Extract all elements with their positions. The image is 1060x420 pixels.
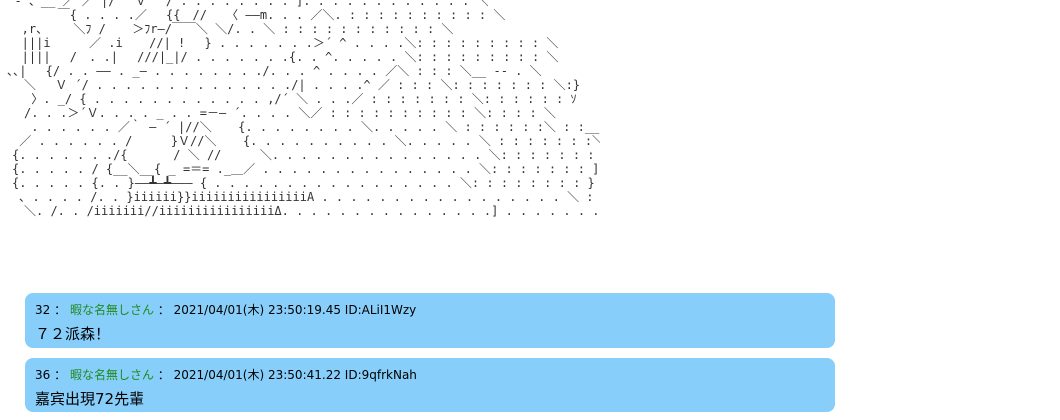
poster-id[interactable]: ID:ALiI1Wzy [344,303,417,317]
ascii-art-post: ̄‐ 、__ ／ ／ |/ Ｖ / . . . . . . . . ]. . .… [7,0,600,218]
post-32: 32 ： 暇な名無しさん ： 2021/04/01(木) 23:50:19.45… [25,293,835,348]
post-36: 36 ： 暇な名無しさん ： 2021/04/01(木) 23:50:41.22… [25,358,835,412]
poster-name: 暇な名無しさん [69,368,154,382]
post-header: 32 ： 暇な名無しさん ： 2021/04/01(木) 23:50:19.45… [35,302,825,318]
post-separator: ： [54,368,67,382]
post-date: 2021/04/01(木) 23:50:19.45 [173,303,341,317]
poster-name: 暇な名無しさん [69,303,154,317]
post-separator-2: ： [157,303,170,317]
post-body: 嘉宾出現72先輩 [35,390,145,408]
post-body: ７２派森！ [35,325,111,343]
post-separator: ： [54,303,67,317]
post-header: 36 ： 暇な名無しさん ： 2021/04/01(木) 23:50:41.22… [35,367,825,383]
post-separator-2: ： [157,368,170,382]
post-date: 2021/04/01(木) 23:50:41.22 [173,368,341,382]
post-number[interactable]: 36 [35,368,51,382]
poster-id[interactable]: ID:9qfrkNah [344,368,417,382]
post-number[interactable]: 32 [35,303,51,317]
